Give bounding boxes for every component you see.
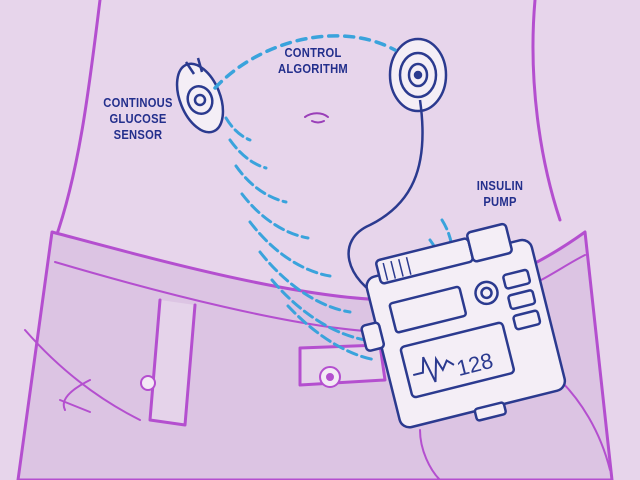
label-line: PUMP xyxy=(483,194,517,209)
label-line: CONTROL xyxy=(284,45,342,60)
jeans-buttons xyxy=(140,366,341,391)
label-line: GLUCOSE xyxy=(109,111,167,126)
body-outline xyxy=(53,0,562,242)
belly-button xyxy=(304,112,329,124)
label-line: INSULIN xyxy=(476,178,524,193)
label-line: SENSOR xyxy=(113,127,163,142)
wireless-link xyxy=(213,34,397,90)
label-line: ALGORITHM xyxy=(277,61,349,76)
label-glucose-sensor: CONTINOUS GLUCOSE SENSOR xyxy=(95,95,181,143)
label-insulin-pump: INSULIN PUMP xyxy=(461,178,538,210)
heartbeat-wave-icon xyxy=(412,355,455,383)
infusion-tube xyxy=(347,99,424,302)
label-control-algorithm: CONTROL ALGORITHM xyxy=(257,45,369,77)
label-line: CONTINOUS xyxy=(103,95,173,110)
